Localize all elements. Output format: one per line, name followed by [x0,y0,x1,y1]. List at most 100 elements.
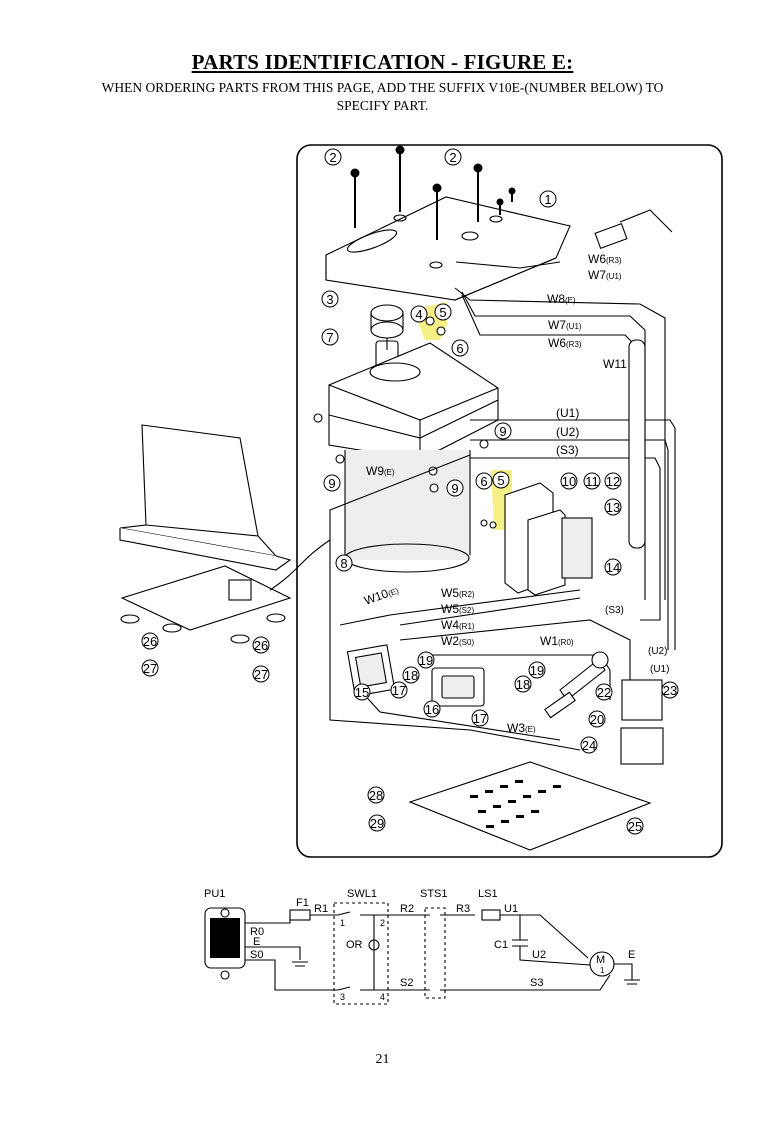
detail-leader [269,539,331,591]
svg-text:23: 23 [663,683,677,698]
svg-text:C1: C1 [494,939,508,951]
callout-22: 22 [595,683,613,701]
callout-20: 20 [588,710,606,728]
callout-5a: 5 [434,303,452,321]
svg-text:13: 13 [606,500,620,515]
page-title: PARTS IDENTIFICATION - FIGURE E: [191,50,574,74]
svg-text:1: 1 [600,966,605,975]
svg-text:16: 16 [425,702,439,717]
fuse-holder [544,651,609,719]
callout-8: 8 [335,554,353,572]
wiring-schematic [204,902,640,1005]
svg-text:9: 9 [451,481,458,496]
svg-text:3: 3 [340,992,345,1002]
svg-text:19: 19 [530,663,544,678]
svg-text:W10(E): W10(E) [362,582,400,607]
callout-5b: 5 [492,471,510,489]
callout-18b: 18 [514,675,532,693]
housing-base-plate [120,565,292,631]
svg-text:10: 10 [562,474,576,489]
svg-text:W5(S2): W5(S2) [441,602,474,616]
svg-text:8: 8 [340,556,347,571]
svg-text:17: 17 [473,711,487,726]
svg-text:26: 26 [254,638,268,653]
callout-28: 28 [367,786,385,804]
page-subtitle: WHEN ORDERING PARTS FROM THIS PAGE, ADD … [50,79,715,115]
svg-text:(U2): (U2) [648,646,667,657]
svg-text:W7(U1): W7(U1) [548,318,582,332]
power-inlet [431,667,485,707]
svg-text:W2(S0): W2(S0) [441,634,474,648]
callout-6b: 6 [475,472,493,490]
callout-10: 10 [560,472,578,490]
callout-14: 14 [604,558,622,576]
callout-7: 7 [321,328,339,346]
svg-text:26: 26 [143,634,157,649]
callout-4: 4 [410,305,428,323]
capacitor-relay [620,679,664,765]
callout-1: 1 [539,190,557,208]
svg-text:S0: S0 [250,949,263,961]
callout-26b: 26 [252,636,270,654]
svg-text:27: 27 [143,661,157,676]
svg-text:F1: F1 [296,897,309,909]
svg-text:4: 4 [380,992,385,1002]
callout-18a: 18 [402,666,420,684]
cover-housing [119,424,292,571]
svg-text:OR: OR [346,939,363,951]
callout-23: 23 [661,681,679,699]
svg-text:25: 25 [628,819,642,834]
callout-3: 3 [321,290,339,308]
callout-24: 24 [580,736,598,754]
svg-text:22: 22 [597,685,611,700]
svg-text:(U1): (U1) [650,664,669,675]
rocker-switch [346,644,396,697]
svg-text:4: 4 [415,307,422,322]
svg-text:E: E [253,936,260,948]
svg-text:2: 2 [449,150,456,165]
callout-26a: 26 [141,632,159,650]
svg-text:U1: U1 [504,903,518,915]
svg-text:(U2): (U2) [556,425,579,439]
svg-text:9: 9 [499,424,506,439]
callout-12: 12 [604,472,622,490]
callout-15: 15 [353,683,371,701]
svg-text:2: 2 [329,150,336,165]
svg-text:(S3): (S3) [556,443,579,457]
callout-19a: 19 [417,651,435,669]
subtitle-line-1: WHEN ORDERING PARTS FROM THIS PAGE, ADD … [101,80,664,95]
svg-text:28: 28 [369,788,383,803]
svg-text:S3: S3 [530,977,543,989]
brackets [504,482,593,596]
svg-text:M: M [596,954,605,966]
svg-text:1: 1 [544,192,551,207]
svg-text:W1(R0): W1(R0) [540,634,574,648]
svg-text:PU1: PU1 [204,888,225,900]
callout-9c: 9 [446,479,464,497]
svg-text:W6(R3): W6(R3) [588,252,622,266]
callout-29: 29 [368,814,386,832]
callout-17a: 17 [390,681,408,699]
svg-text:24: 24 [582,738,596,753]
callout-27b: 27 [252,665,270,683]
micro-switch [594,209,673,250]
washers [313,316,497,529]
callout-2b: 2 [444,148,462,166]
top-plate [325,196,571,301]
svg-text:W4(R1): W4(R1) [441,618,475,632]
svg-text:E: E [628,949,635,961]
svg-text:7: 7 [326,330,333,345]
svg-text:W5(R2): W5(R2) [441,586,475,600]
svg-text:12: 12 [606,474,620,489]
top-screws [350,145,516,240]
svg-text:R1: R1 [314,903,328,915]
svg-text:19: 19 [419,653,433,668]
subtitle-line-2: SPECIFY PART. [336,98,429,113]
callout-25: 25 [626,817,644,835]
svg-text:6: 6 [480,474,487,489]
wiring-harness [329,261,676,751]
svg-text:9: 9 [328,476,335,491]
svg-text:W3(E): W3(E) [507,721,536,735]
callout-27a: 27 [141,659,159,677]
